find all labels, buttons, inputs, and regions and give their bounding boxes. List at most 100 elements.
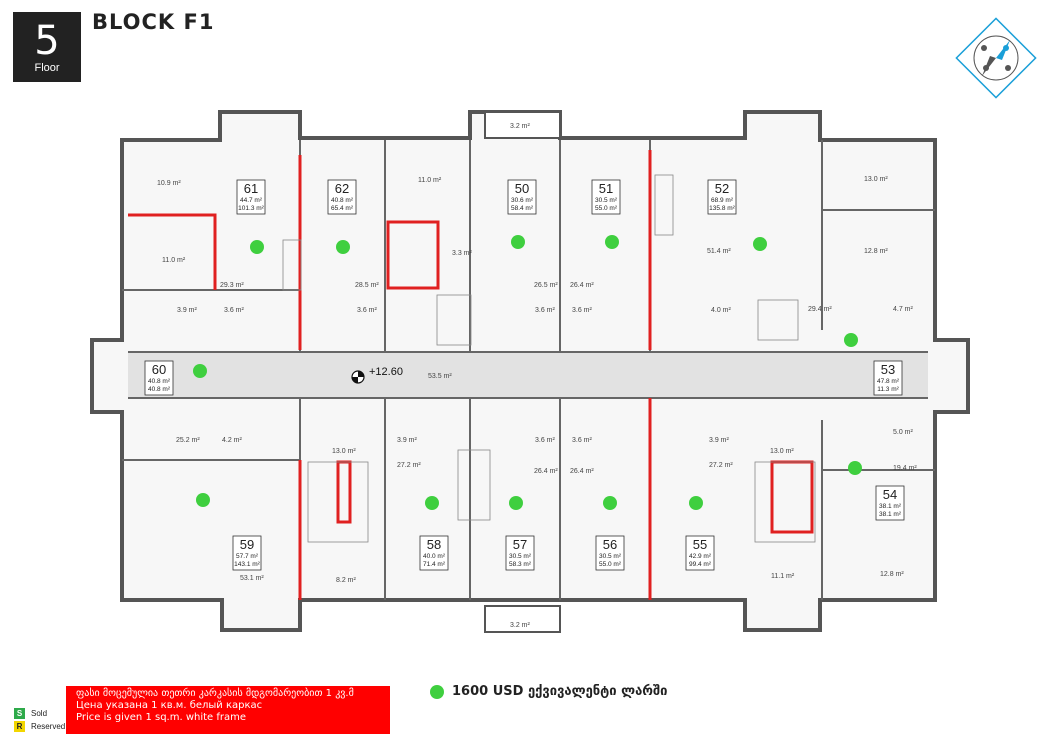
unit-area: 57.7 m² xyxy=(236,553,259,560)
unit-box xyxy=(419,535,449,571)
unit-area: 40.8 m² xyxy=(148,386,171,393)
unit-area: 30.5 m² xyxy=(509,553,532,560)
corridor xyxy=(128,352,928,398)
unit-area: 65.4 m² xyxy=(331,205,354,212)
price-note: ფასი მოცემულია თეთრი კარკასის მდგომარეობ… xyxy=(66,686,390,734)
available-dot-icon xyxy=(336,240,350,254)
room-label: 13.0 m² xyxy=(770,448,794,455)
unit-number: 57 xyxy=(513,537,527,552)
unit-number: 51 xyxy=(599,181,613,196)
unit-area: 135.8 m² xyxy=(709,205,735,212)
room-label: 11.0 m² xyxy=(162,257,186,264)
unit-area: 30.5 m² xyxy=(595,197,618,204)
available-dot-icon xyxy=(196,493,210,507)
legend-reserved: R Reserved xyxy=(14,720,65,733)
corridor-area: 53.5 m² xyxy=(428,373,452,380)
level-marker: +12.60 xyxy=(351,366,403,384)
room-label: 3.6 m² xyxy=(535,437,556,444)
status-legend: S Sold R Reserved xyxy=(14,707,65,733)
unit-area: 30.5 m² xyxy=(599,553,622,560)
room-label: 12.8 m² xyxy=(880,571,904,578)
unit-area: 38.1 m² xyxy=(879,511,902,518)
unit-box xyxy=(507,179,537,215)
price-legend: 1600 USD ექვივალენტი ლარში xyxy=(430,684,668,699)
room-label: 11.0 m² xyxy=(418,177,442,184)
room-label: 4.0 m² xyxy=(711,307,732,314)
balcony-top-area: 3.2 m² xyxy=(510,123,531,130)
unit-box xyxy=(236,179,266,215)
reserved-swatch: R xyxy=(14,721,25,732)
room-label: 3.3 m² xyxy=(452,250,473,257)
unit-area: 68.9 m² xyxy=(711,197,734,204)
unit-area: 44.7 m² xyxy=(240,197,263,204)
room-label: 12.8 m² xyxy=(864,248,888,255)
unit-box xyxy=(685,535,715,571)
unit-area: 58.3 m² xyxy=(509,561,532,568)
room-label: 29.4 m² xyxy=(808,306,832,313)
room-label: 3.6 m² xyxy=(357,307,378,314)
unit-number: 53 xyxy=(881,362,895,377)
unit-number: 60 xyxy=(152,362,166,377)
unit-number: 62 xyxy=(335,181,349,196)
room-label: 19.4 m² xyxy=(893,465,917,472)
unit-area: 42.9 m² xyxy=(689,553,712,560)
unit-area: 40.8 m² xyxy=(148,378,171,385)
legend-sold: S Sold xyxy=(14,707,65,720)
floor-badge: 5 Floor xyxy=(13,12,81,82)
room-label: 27.2 m² xyxy=(709,462,733,469)
room-label: 4.7 m² xyxy=(893,306,914,313)
available-dot-icon xyxy=(509,496,523,510)
reserved-label: Reserved xyxy=(31,722,66,731)
room-label: 4.2 m² xyxy=(222,437,243,444)
available-dot-icon xyxy=(193,364,207,378)
available-dot-icon xyxy=(425,496,439,510)
unit-box xyxy=(505,535,535,571)
room-label: 3.6 m² xyxy=(224,307,245,314)
room-label: 3.6 m² xyxy=(572,307,593,314)
unit-box xyxy=(327,179,357,215)
available-dot-icon xyxy=(753,237,767,251)
room-label: 8.2 m² xyxy=(336,577,357,584)
unit-area: 11.3 m² xyxy=(877,386,899,393)
room-label: 28.5 m² xyxy=(355,282,379,289)
room-label: 26.5 m² xyxy=(534,282,558,289)
unit-number: 59 xyxy=(240,537,254,552)
room-label: 11.1 m² xyxy=(771,573,795,580)
available-dot-icon xyxy=(848,461,862,475)
unit-box xyxy=(707,179,737,215)
available-dot-icon xyxy=(430,684,444,699)
price-note-line: ფასი მოცემულია თეთრი კარკასის მდგომარეობ… xyxy=(76,688,354,699)
unit-number: 50 xyxy=(515,181,529,196)
room-label: 53.1 m² xyxy=(240,575,264,582)
level-text: +12.60 xyxy=(369,366,403,378)
unit-box xyxy=(873,360,903,396)
unit-area: 99.4 m² xyxy=(689,561,712,568)
unit-number: 55 xyxy=(693,537,707,552)
room-label: 3.9 m² xyxy=(177,307,198,314)
unit-area: 38.1 m² xyxy=(879,503,902,510)
unit-box xyxy=(875,485,905,521)
balcony-top xyxy=(484,111,561,139)
red-accent-walls xyxy=(128,150,814,600)
price-legend-text: 1600 USD ექვივალენტი ლარში xyxy=(452,684,668,699)
unit-box xyxy=(591,179,621,215)
room-label: 27.2 m² xyxy=(397,462,421,469)
room-label: 3.9 m² xyxy=(709,437,730,444)
room-label: 13.0 m² xyxy=(332,448,356,455)
available-dot-icon xyxy=(603,496,617,510)
unit-area: 101.3 m² xyxy=(238,205,264,212)
